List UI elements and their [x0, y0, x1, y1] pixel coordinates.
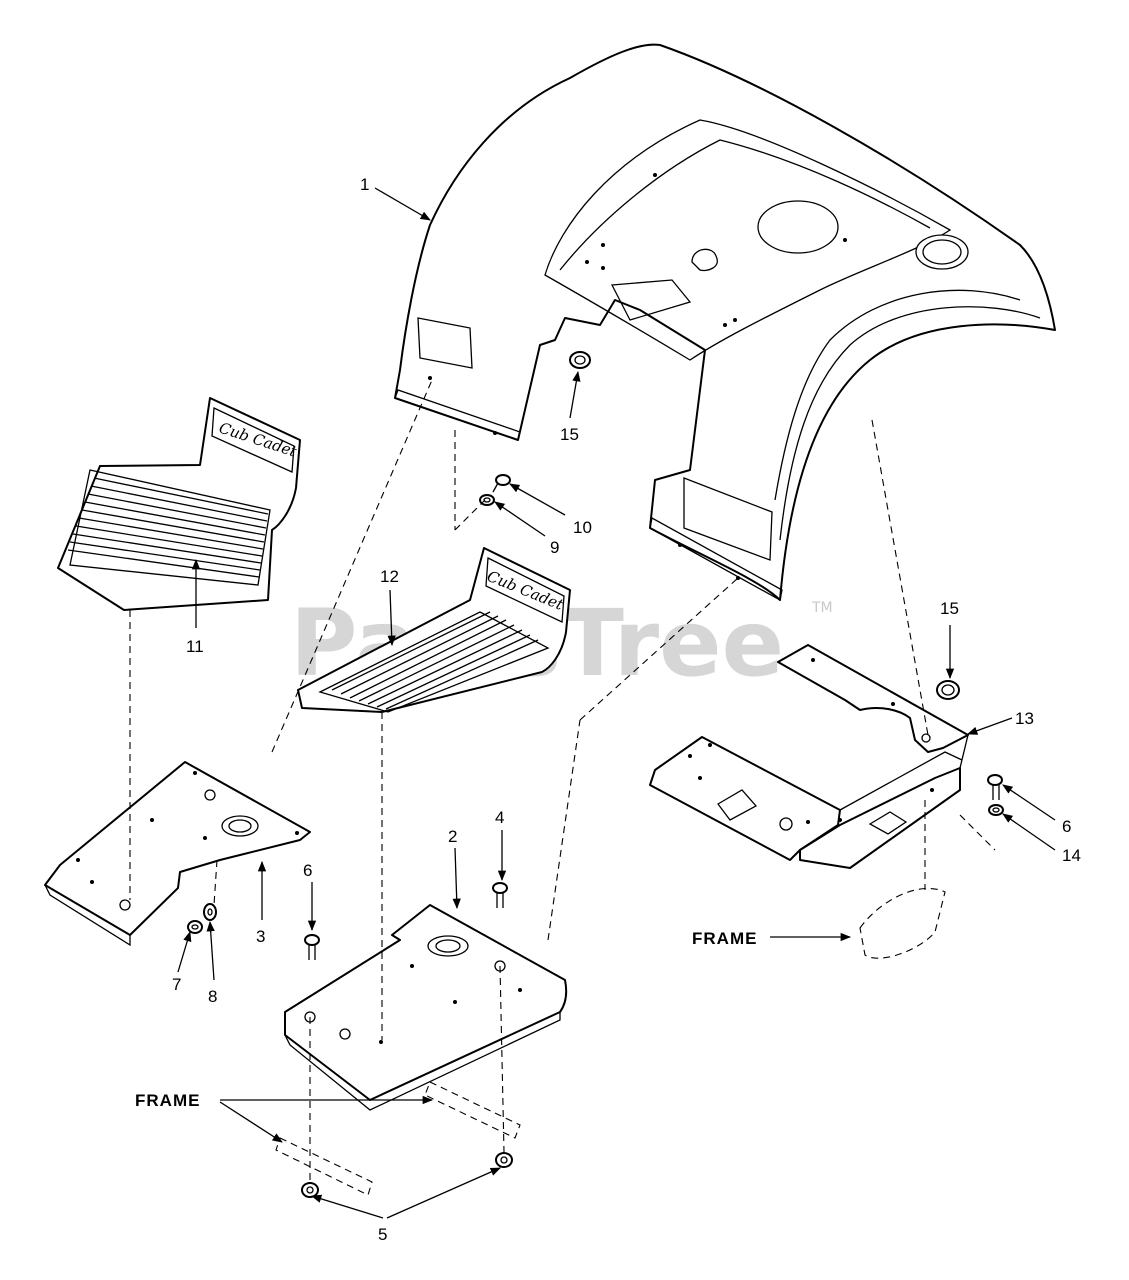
- bolt-6-right[interactable]: [987, 774, 1003, 800]
- washer-9[interactable]: [479, 494, 495, 506]
- center-mat-ribs: [331, 611, 539, 710]
- callout-7[interactable]: 7: [172, 975, 181, 994]
- nut-5-right[interactable]: [495, 1152, 513, 1168]
- callout-15-lower[interactable]: 15: [940, 599, 959, 618]
- bolt-4[interactable]: [492, 882, 508, 908]
- callout-6-right[interactable]: 6: [1062, 817, 1071, 836]
- callout-12[interactable]: 12: [380, 567, 399, 586]
- assembly-lines: [129, 379, 996, 1182]
- frame-outlines: [275, 887, 946, 1196]
- callout-11[interactable]: 11: [186, 637, 204, 656]
- bolt-6-center[interactable]: [304, 934, 320, 960]
- leader-lines: [177, 187, 1056, 1219]
- frame-label-right: FRAME: [692, 929, 757, 948]
- left-foot-mat-part[interactable]: Cub Cadet: [57, 397, 301, 611]
- center-footrest-plate-part[interactable]: [284, 904, 568, 1111]
- hardware: [187, 474, 1004, 1198]
- right-bracket-part[interactable]: [649, 644, 969, 869]
- nut-5-left[interactable]: [301, 1182, 319, 1198]
- left-mat-ribs: [67, 477, 269, 578]
- callout-5[interactable]: 5: [378, 1225, 387, 1244]
- callout-14[interactable]: 14: [1062, 846, 1081, 865]
- callout-1[interactable]: 1: [360, 175, 369, 194]
- watermark-trademark: TM: [811, 600, 833, 616]
- callout-2[interactable]: 2: [448, 827, 457, 846]
- left-footrest-plate-part[interactable]: [44, 761, 311, 947]
- grommet-part-lower[interactable]: [936, 680, 960, 700]
- callout-4[interactable]: 4: [495, 808, 504, 827]
- callout-8[interactable]: 8: [208, 987, 217, 1006]
- bolt-10[interactable]: [492, 474, 511, 493]
- callout-13[interactable]: 13: [1015, 709, 1034, 728]
- callout-10[interactable]: 10: [573, 518, 592, 537]
- nut-7[interactable]: [187, 920, 203, 934]
- center-foot-mat-part[interactable]: Cub Cadet: [297, 547, 571, 713]
- callout-6-center[interactable]: 6: [303, 861, 312, 880]
- callout-9[interactable]: 9: [550, 538, 559, 557]
- callout-3[interactable]: 3: [256, 927, 265, 946]
- fender-part[interactable]: [394, 43, 1056, 601]
- frame-label-center: FRAME: [135, 1091, 200, 1110]
- grommet-part-upper[interactable]: [569, 351, 591, 369]
- washer-8[interactable]: [203, 903, 217, 921]
- callout-15-upper[interactable]: 15: [560, 425, 579, 444]
- washer-14[interactable]: [988, 804, 1004, 816]
- callouts: 1 15 10 9 11 12 15 13 6 14 2 4 6 3 7 8 5: [172, 175, 1081, 1244]
